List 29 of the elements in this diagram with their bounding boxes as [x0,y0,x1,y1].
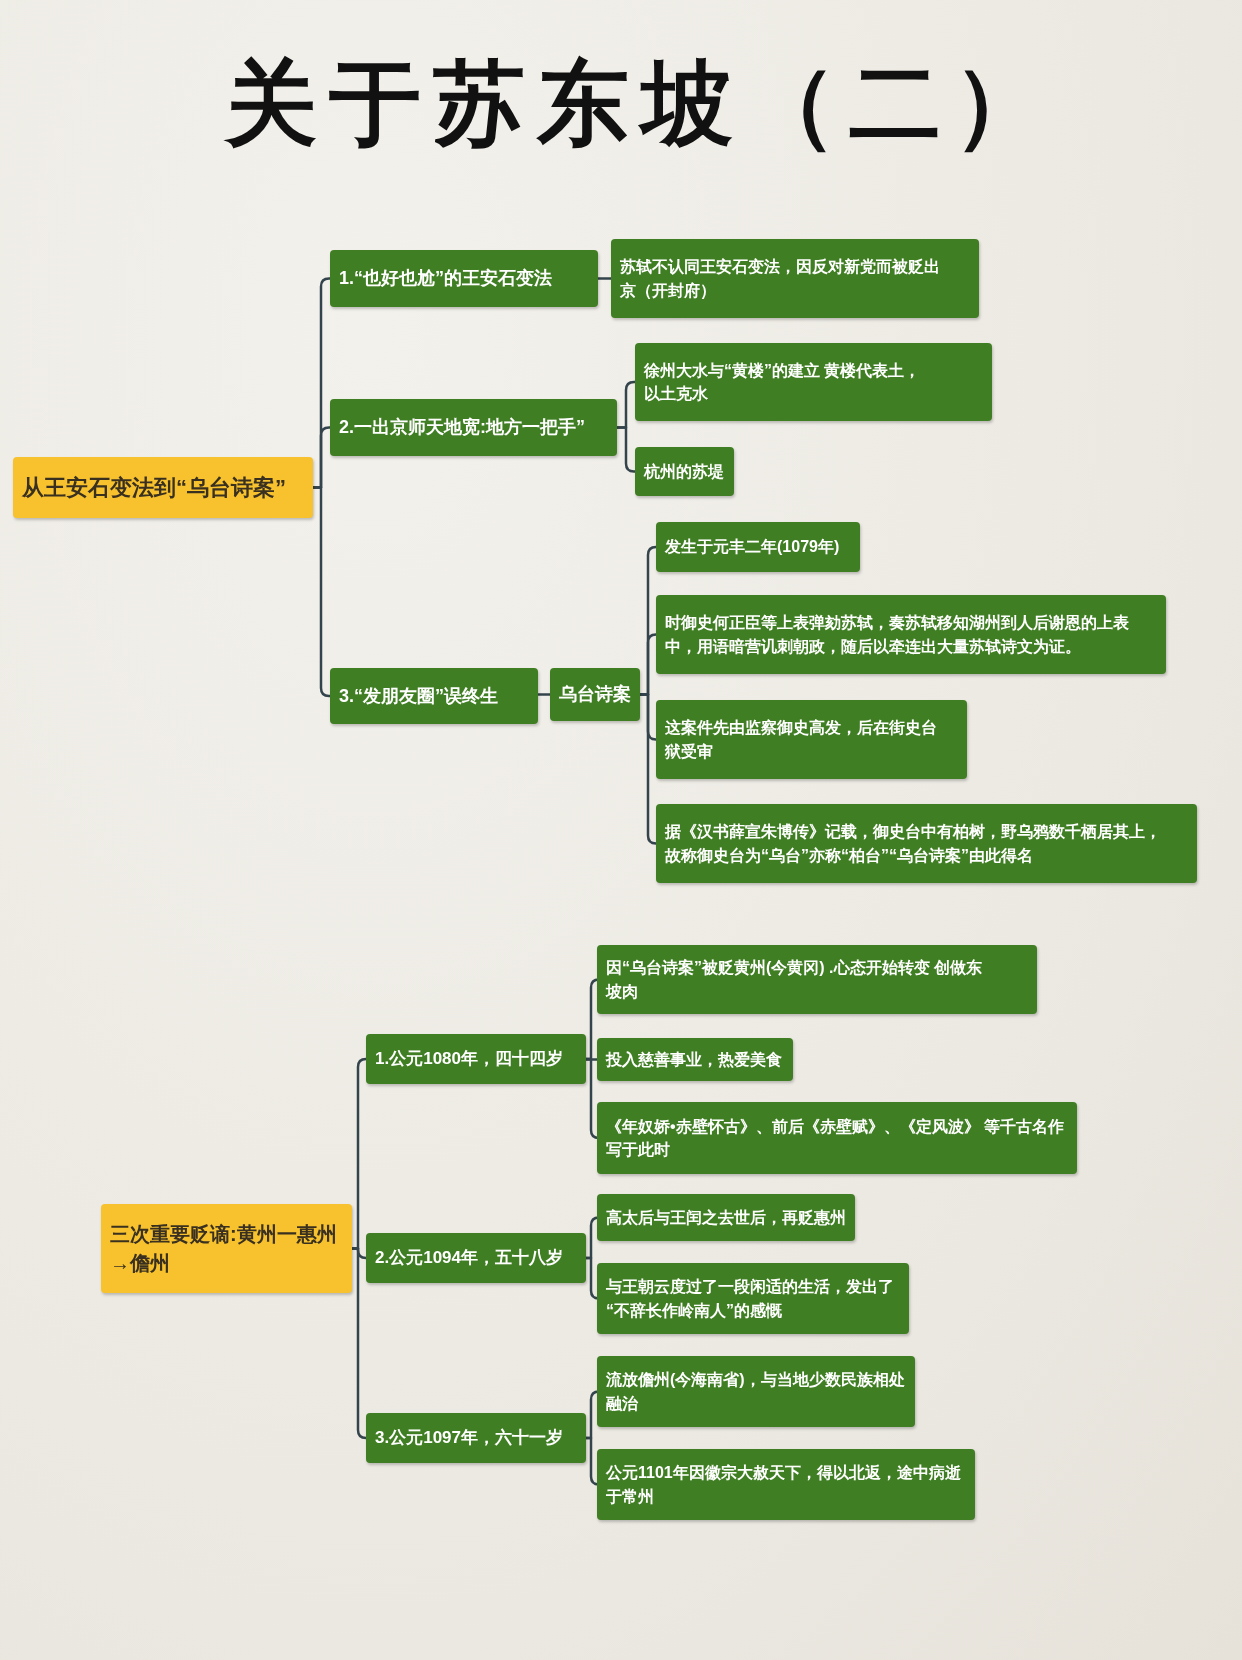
connector-line [352,1247,368,1440]
note-box: 与王朝云度过了一段闲适的生活，发出了“不辞长作岭南人”的感慨 [597,1263,909,1334]
branch-box: 2.公元1094年，五十八岁 [366,1233,586,1283]
connector-line [617,426,636,473]
title: 关于苏东坡（二） [225,52,1057,157]
note-box: 时御史何正臣等上表弹劾苏轼，奏苏轼移知湖州到人后谢恩的上表中，用语暗营讥刺朝政，随后以牵连出大量苏轼诗文为证。 [656,595,1166,674]
note-box: 这案件先由监察御史高发，后在街史台狱受审 [656,700,967,779]
connector-line [313,486,331,698]
connector-line [538,693,550,696]
branch-box: 乌台诗案 [550,668,640,721]
branch-box: 1.公元1080年，四十四岁 [366,1034,586,1084]
note-box: 高太后与王闰之去世后，再贬惠州 [597,1194,855,1241]
note-box: 发生于元丰二年(1079年) [656,522,860,572]
branch-box: 3.“发朋友圈”误终生 [330,668,538,724]
note-box: 因“乌台诗案”被贬黄州(今黄冈) .心态开始转变 创做东坡肉 [597,945,1037,1014]
note-box: 投入慈善事业，热爱美食 [597,1038,793,1081]
note-box: 流放儋州(今海南省)，与当地少数民族相处融治 [597,1356,915,1427]
note-box: 徐州大水与“黄楼”的建立 黄楼代表土，以土克水 [635,343,992,421]
note-box: 杭州的苏堤 [635,447,734,496]
branch-box: 2.一出京师天地宽:地方一把手” [330,399,617,456]
topic-box: 从王安石变法到“乌台诗案” [13,457,313,518]
note-box: 苏轼不认同王安石变法，因反对新党而被贬出京（开封府） [611,239,979,318]
topic-box: 三次重要贬谪:黄州一惠州→儋州 [101,1204,352,1293]
branch-box: 3.公元1097年，六十一岁 [366,1413,586,1463]
connector-line [598,277,611,280]
note-box: 据《汉书薛宣朱博传》记载，御史台中有柏树，野乌鸦数千栖居其上，故称御史台为“乌台”亦称“柏台”“乌台诗案”由此得名 [656,804,1197,883]
branch-box: 1.“也好也尬”的王安石变法 [330,250,598,307]
note-box: 公元1101年因徽宗大赦天下，得以北返，途中病逝于常州 [597,1449,975,1520]
note-box: 《年奴娇•赤壁怀古》、前后《赤壁赋》、《定风波》 等千古名作写于此时 [597,1102,1077,1174]
